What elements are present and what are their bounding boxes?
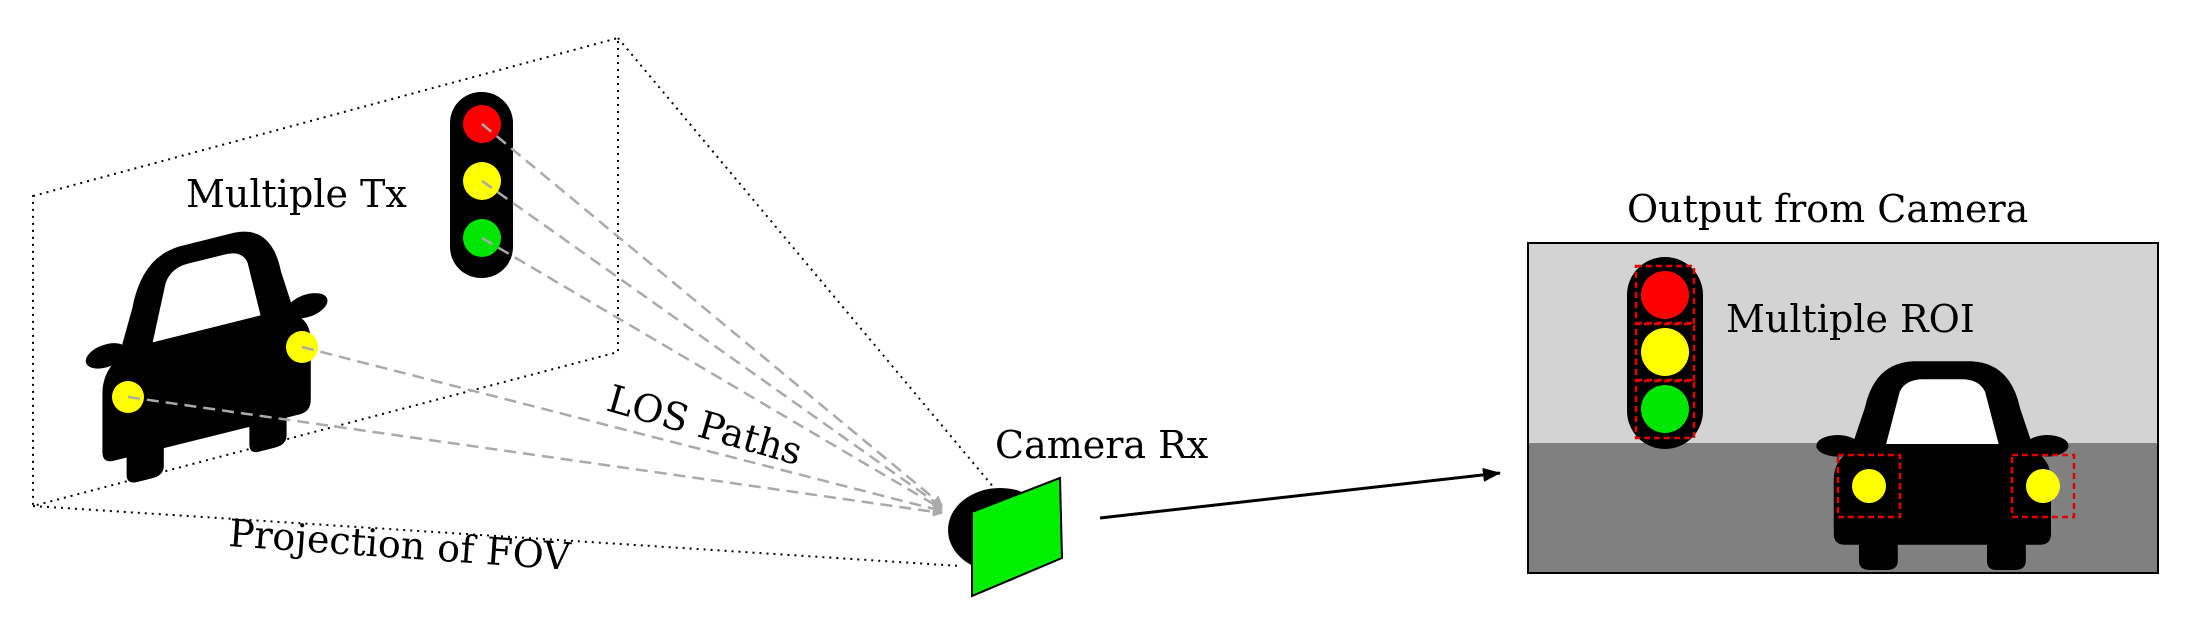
fov-edge-top <box>617 37 1001 496</box>
camera-rx-label: Camera Rx <box>995 423 1208 467</box>
multiple-tx-label: Multiple Tx <box>186 172 407 216</box>
los-paths <box>127 123 943 517</box>
traffic-light-icon <box>450 92 513 278</box>
projection-fov-label: Projection of FOV <box>227 511 572 579</box>
output-title: Output from Camera <box>1627 187 2028 231</box>
roi-box-red <box>1634 264 1696 326</box>
multiple-roi-label: Multiple ROI <box>1726 297 1975 341</box>
roi-box-yellow <box>1634 321 1696 383</box>
output-headlight-left <box>1852 469 1886 503</box>
roi-box-headlight-right <box>2010 453 2076 519</box>
fov-edge-bottom <box>32 505 961 567</box>
camera-sensor <box>971 476 1064 598</box>
arrow-icon <box>1099 467 1501 520</box>
output-headlight-right <box>2026 469 2060 503</box>
roi-box-green <box>1634 378 1696 440</box>
camera-icon <box>948 476 1064 598</box>
output-traffic-light <box>1627 257 1703 449</box>
roi-box-headlight-left <box>1836 453 1902 519</box>
